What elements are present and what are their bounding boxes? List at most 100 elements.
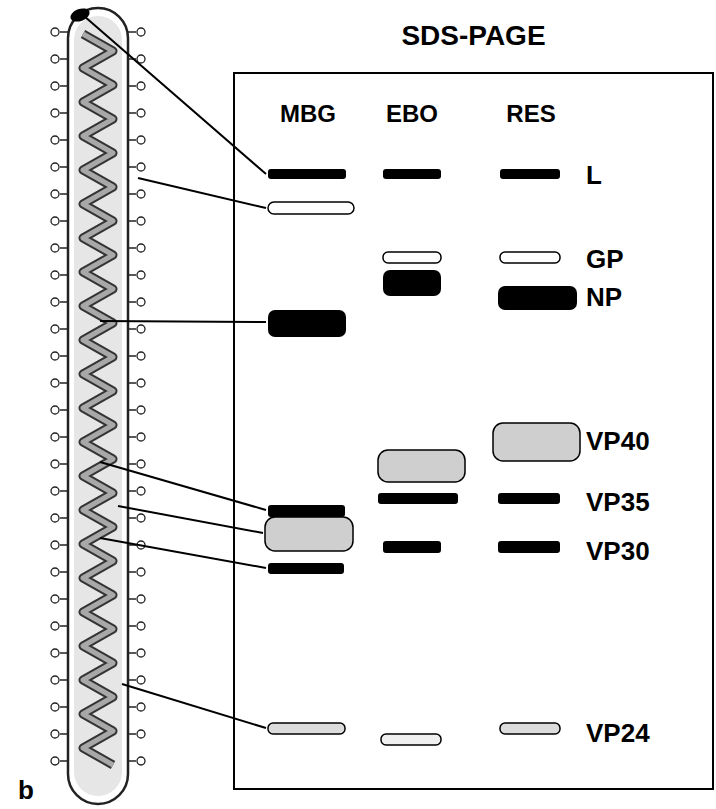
spike-head xyxy=(51,28,59,36)
spike-head xyxy=(51,217,59,225)
spike-head xyxy=(51,82,59,90)
gel-band xyxy=(268,505,345,517)
spike-head xyxy=(51,622,59,630)
spike-head xyxy=(137,271,145,279)
spike-head xyxy=(51,703,59,711)
spike-head xyxy=(51,379,59,387)
gel-band xyxy=(265,517,353,551)
gel-band xyxy=(378,493,458,504)
lane-label: RES xyxy=(506,102,555,126)
spike-head xyxy=(137,649,145,657)
spike-head xyxy=(137,190,145,198)
lane-label: EBO xyxy=(386,102,438,126)
spike-head xyxy=(137,82,145,90)
gel-band xyxy=(493,423,580,461)
leader-line xyxy=(118,506,263,533)
lane-label: MBG xyxy=(280,102,336,126)
spike-head xyxy=(137,325,145,333)
spike-head xyxy=(51,136,59,144)
spike-head xyxy=(137,298,145,306)
panel-heading: SDS-PAGE xyxy=(235,20,712,52)
gel-band xyxy=(383,541,441,553)
spike-head xyxy=(51,109,59,117)
spike-head xyxy=(137,406,145,414)
spike-head xyxy=(51,190,59,198)
spike-head xyxy=(51,298,59,306)
spike-head xyxy=(137,595,145,603)
leader-lines xyxy=(84,16,266,728)
leader-line xyxy=(84,16,266,174)
spike-head xyxy=(51,649,59,657)
spike-head xyxy=(137,730,145,738)
spike-head xyxy=(137,136,145,144)
spike-head xyxy=(137,487,145,495)
spike-stalk xyxy=(60,31,68,33)
nucleocapsid-helix xyxy=(83,34,113,765)
nucleocapsid-helix xyxy=(83,34,113,765)
spike-head xyxy=(51,433,59,441)
protein-label: L xyxy=(586,162,602,188)
gel-band xyxy=(268,310,346,337)
protein-label: VP35 xyxy=(586,489,650,515)
spike-head xyxy=(51,271,59,279)
spike-head xyxy=(137,514,145,522)
leader-line xyxy=(138,178,266,208)
spike-head xyxy=(137,163,145,171)
spike-head xyxy=(51,55,59,63)
spike-head xyxy=(137,622,145,630)
spike-head xyxy=(51,406,59,414)
spike-head xyxy=(137,244,145,252)
spike-head xyxy=(51,460,59,468)
spike-head xyxy=(51,676,59,684)
spike-head xyxy=(137,28,145,36)
panel-letter: b xyxy=(18,777,34,803)
leader-line xyxy=(100,538,266,568)
leader-line xyxy=(122,684,266,728)
spike-head xyxy=(137,757,145,765)
protein-label: VP30 xyxy=(586,538,650,564)
spike-head xyxy=(137,109,145,117)
spike-head xyxy=(51,595,59,603)
gel-band xyxy=(268,202,354,214)
gel-band xyxy=(383,169,441,179)
spike-head xyxy=(137,676,145,684)
spike-head xyxy=(51,730,59,738)
spike-head xyxy=(137,433,145,441)
gel-band xyxy=(268,563,344,574)
gel-band xyxy=(268,169,346,179)
spike-head xyxy=(137,703,145,711)
spike-head xyxy=(137,352,145,360)
gel-band xyxy=(383,270,441,296)
gel-band xyxy=(500,169,560,179)
leader-line xyxy=(100,321,266,322)
protein-label: VP24 xyxy=(586,720,650,746)
spike-head xyxy=(51,163,59,171)
virus-envelope xyxy=(68,8,128,804)
spike-head xyxy=(51,244,59,252)
spike-head xyxy=(51,352,59,360)
spike-stalk xyxy=(128,31,136,33)
spike-head xyxy=(51,568,59,576)
gel-band xyxy=(381,734,441,745)
gel-band xyxy=(268,723,345,734)
gel-bands xyxy=(265,169,580,745)
matrix-layer xyxy=(74,16,122,796)
gel-band xyxy=(498,493,560,504)
spike-head xyxy=(51,487,59,495)
gel-band xyxy=(500,252,560,263)
spike-head xyxy=(137,460,145,468)
spike-head xyxy=(137,568,145,576)
gel-band xyxy=(498,286,577,310)
gel-band xyxy=(383,252,441,263)
gel-band xyxy=(498,541,560,553)
spike-head xyxy=(51,514,59,522)
protein-label: VP40 xyxy=(586,428,650,454)
spike-head xyxy=(137,379,145,387)
protein-label: GP xyxy=(586,246,624,272)
polymerase-dot xyxy=(69,6,92,24)
gel-band xyxy=(378,450,465,482)
gel-band xyxy=(500,723,560,734)
spike-head xyxy=(51,541,59,549)
spike-head xyxy=(51,325,59,333)
